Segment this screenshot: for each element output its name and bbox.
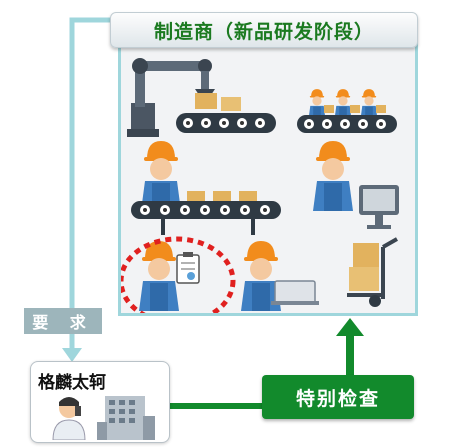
title-text: 制造商（新品研发阶段） xyxy=(153,20,374,43)
client-name: 格麟太轲 xyxy=(38,373,106,393)
worker-icon xyxy=(313,141,353,211)
client-illustration xyxy=(52,396,155,440)
title-banner: 制造商（新品研发阶段） xyxy=(110,12,418,48)
special-inspection-text: 特别检查 xyxy=(295,387,380,410)
worker-icon xyxy=(297,89,397,133)
request-arrow xyxy=(69,17,110,355)
clipboard-icon xyxy=(176,252,200,284)
office-building-icon xyxy=(97,396,155,440)
computer-monitor-icon xyxy=(359,185,399,229)
laptop-icon xyxy=(271,280,319,305)
request-text: 要 求 xyxy=(32,313,94,332)
hand-truck-icon xyxy=(347,237,398,307)
person-on-phone-icon xyxy=(52,397,86,440)
factory-frame xyxy=(118,30,418,326)
request-label: 要 求 xyxy=(24,308,102,334)
worker-icon xyxy=(141,141,181,211)
factory-illustration xyxy=(118,58,399,326)
client-box: 格麟太轲 xyxy=(30,361,170,443)
conveyor-belt-icon xyxy=(176,93,276,133)
request-arrowhead xyxy=(62,348,82,362)
inspection-arrowhead xyxy=(336,318,364,336)
conveyor-belt-icon xyxy=(131,191,281,235)
special-inspection-box: 特别检查 xyxy=(262,375,414,419)
worker-icon xyxy=(139,241,179,311)
